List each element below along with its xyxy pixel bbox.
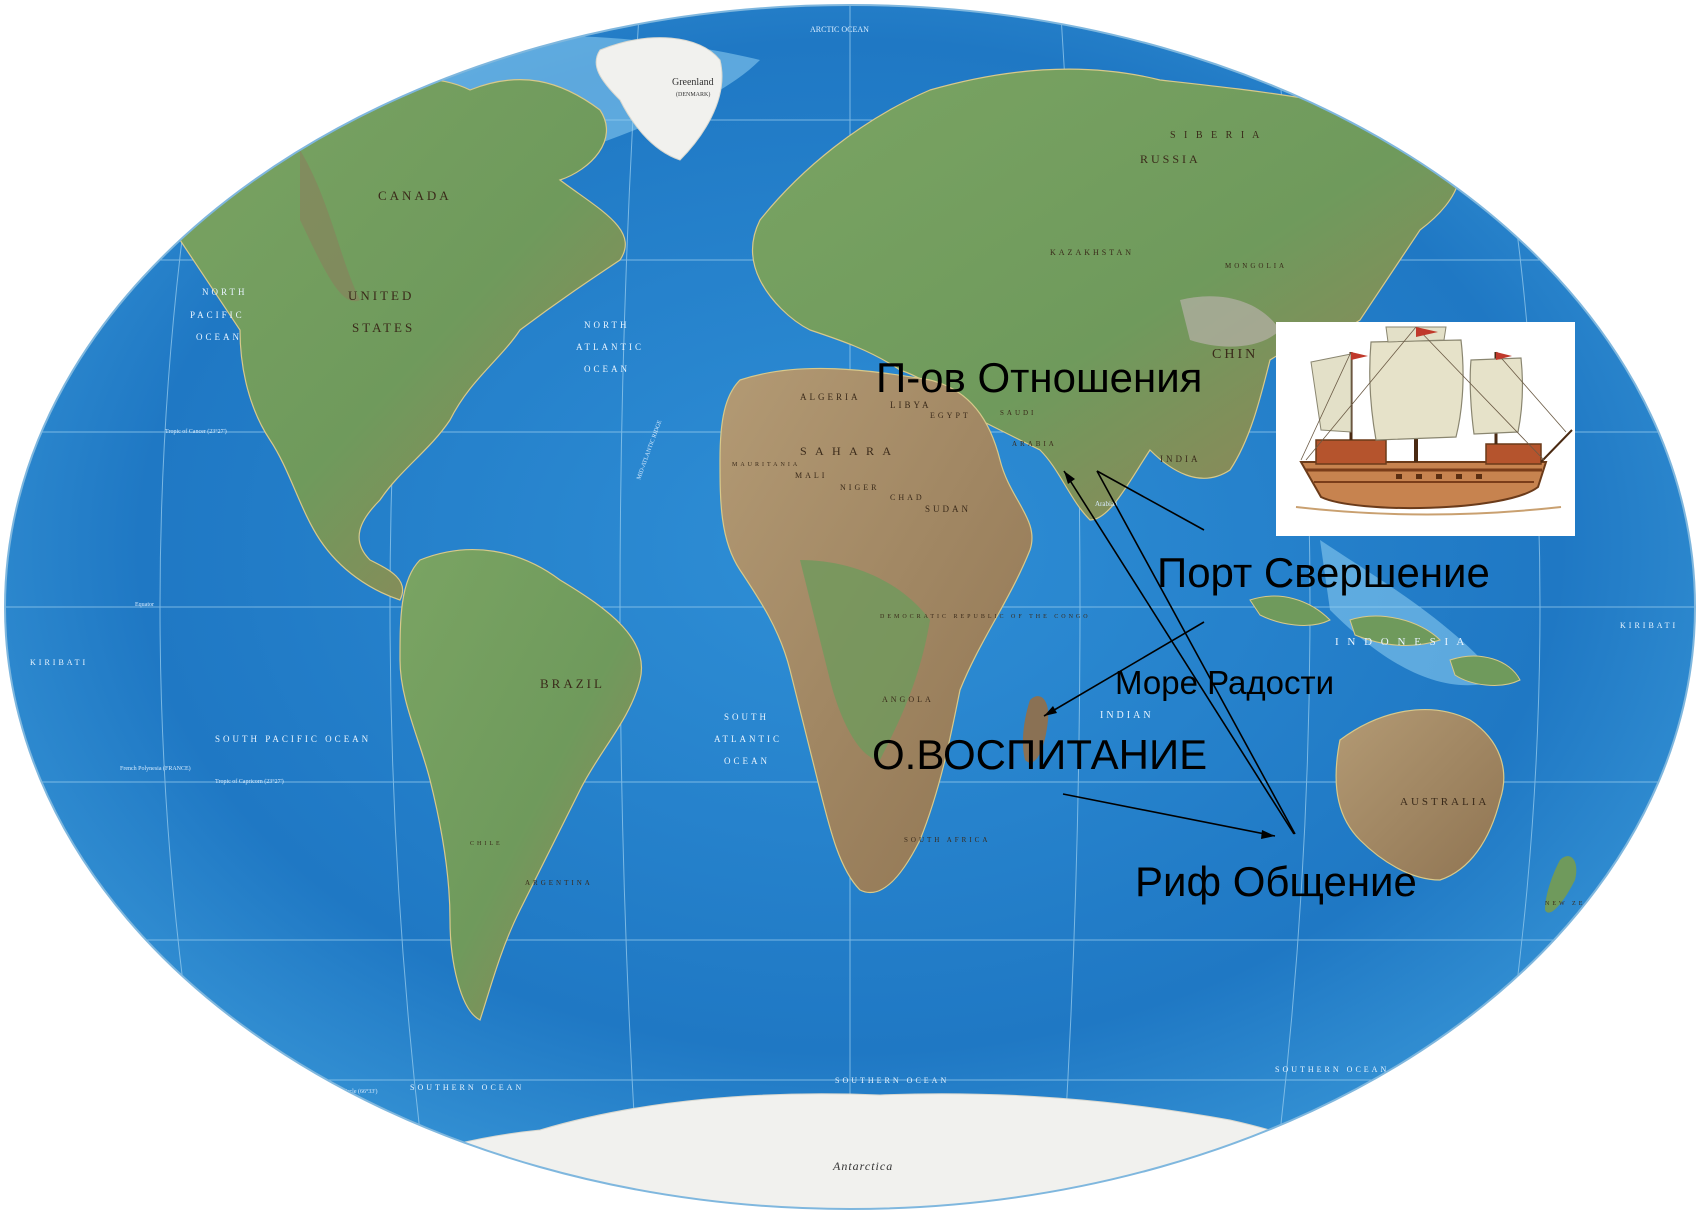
map-label-arctic-ocean-left: ARCTIC OCEAN xyxy=(430,25,489,34)
map-label-north-pacific-2: PACIFIC xyxy=(190,310,245,320)
map-label-equator: Equator xyxy=(135,602,154,608)
map-label-mauritania: MAURITANIA xyxy=(732,462,800,468)
map-label-arabian-sea: Arabian xyxy=(1095,500,1118,508)
map-label-arabia: ARABIA xyxy=(1012,440,1057,448)
map-label-indonesia: I N D O N E S I A xyxy=(1335,636,1467,648)
arrow-island-to-reef xyxy=(1062,793,1276,837)
map-label-greenland-sub: (DENMARK) xyxy=(676,91,710,98)
map-label-south-africa: SOUTH AFRICA xyxy=(904,836,990,844)
label-island-upbringing: О.ВОСПИТАНИЕ xyxy=(872,731,1208,778)
map-label-southern-ocean-right: SOUTHERN OCEAN xyxy=(1275,1065,1389,1074)
map-label-french-polynesia: French Polynesia (FRANCE) xyxy=(120,765,191,772)
map-label-argentina: ARGENTINA xyxy=(525,879,593,887)
arrow-to-port xyxy=(1096,470,1205,531)
map-label-south-atlantic-1: SOUTH xyxy=(724,712,769,722)
map-label-states: STATES xyxy=(352,320,415,335)
arrow-reef-to-peninsula xyxy=(1063,470,1295,835)
map-label-algeria: ALGERIA xyxy=(800,392,861,402)
label-reef-communication: Риф Общение xyxy=(1135,858,1417,905)
map-label-sudan: SUDAN xyxy=(925,504,971,514)
map-label-india: INDIA xyxy=(1160,454,1201,464)
map-label-saudi: SAUDI xyxy=(1000,409,1036,417)
map-frame xyxy=(4,4,1696,1210)
map-label-north-atlantic-3: OCEAN xyxy=(584,364,630,374)
map-label-north-atlantic-2: ATLANTIC xyxy=(576,342,644,352)
map-label-congo: DEMOCRATIC REPUBLIC OF THE CONGO xyxy=(880,614,1091,620)
map-label-angola: ANGOLA xyxy=(882,695,934,704)
label-port-achievement: Порт Свершение xyxy=(1157,549,1490,596)
map-label-niger: NIGER xyxy=(840,483,879,492)
map-label-antarctica: Antarctica xyxy=(832,1159,893,1173)
map-label-united: UNITED xyxy=(348,288,414,303)
map-label-kiribati-left: KIRIBATI xyxy=(30,658,88,667)
map-label-south-atlantic-2: ATLANTIC xyxy=(714,734,782,744)
map-label-southern-ocean-mid: SOUTHERN OCEAN xyxy=(835,1076,949,1085)
map-label-canada: CANADA xyxy=(378,188,452,203)
map-label-southern-ocean-left: SOUTHERN OCEAN xyxy=(410,1083,524,1092)
map-label-libya: LIBYA xyxy=(890,400,932,410)
route-arrows xyxy=(1043,470,1296,839)
map-label-chad: CHAD xyxy=(890,493,925,502)
africa xyxy=(719,367,1049,894)
south-america xyxy=(399,549,643,1021)
map-label-arctic-ocean-right: ARCTIC OCEAN xyxy=(810,25,869,34)
caravel-ship-icon xyxy=(1276,322,1575,536)
map-label-mali: MALI xyxy=(795,471,827,480)
map-label-kazakhstan: KAZAKHSTAN xyxy=(1050,248,1134,257)
indonesia xyxy=(1249,595,1521,686)
arrow-reef-to-port-upper xyxy=(1096,470,1296,835)
map-label-mongolia: MONGOLIA xyxy=(1225,262,1287,270)
eurasia xyxy=(751,68,1461,521)
map-label-north-atlantic-1: NORTH xyxy=(584,320,629,330)
label-sea-of-joy: Море Радости xyxy=(1115,664,1335,701)
label-peninsula-relations: П-ов Отношения xyxy=(876,354,1203,401)
north-america xyxy=(146,37,723,601)
arrow-port-to-island xyxy=(1043,621,1205,717)
map-label-tropic-capricorn: Tropic of Capricorn (23°27') xyxy=(215,778,284,785)
map-label-greenland: Greenland xyxy=(672,77,714,88)
map-label-north-pacific-1: NORTH xyxy=(202,287,247,297)
map-label-russia: RUSSIA xyxy=(1140,152,1201,166)
map-label-egypt: EGYPT xyxy=(930,411,971,420)
map-label-sahara: S A H A R A xyxy=(800,444,894,458)
map-label-south-pacific: SOUTH PACIFIC OCEAN xyxy=(215,734,371,744)
ship-image xyxy=(1276,322,1575,536)
map-label-new-zealand: NEW ZEALAND xyxy=(1545,901,1621,907)
map-label-south-atlantic-3: OCEAN xyxy=(724,756,770,766)
map-label-chile: CHILE xyxy=(470,841,503,847)
map-label-indian-ocean: INDIAN xyxy=(1100,710,1154,721)
map-label-china: CHIN xyxy=(1212,347,1258,362)
map-label-australia: AUSTRALIA xyxy=(1400,796,1489,808)
map-label-north-pacific-3: OCEAN xyxy=(196,332,242,342)
map-label-kiribati-right: KIRIBATI xyxy=(1620,621,1678,630)
map-label-siberia: S I B E R I A xyxy=(1170,130,1262,141)
map-label-tropic-cancer: Tropic of Cancer (23°27') xyxy=(165,428,227,435)
australia xyxy=(1335,709,1577,913)
map-label-brazil: BRAZIL xyxy=(540,676,605,691)
